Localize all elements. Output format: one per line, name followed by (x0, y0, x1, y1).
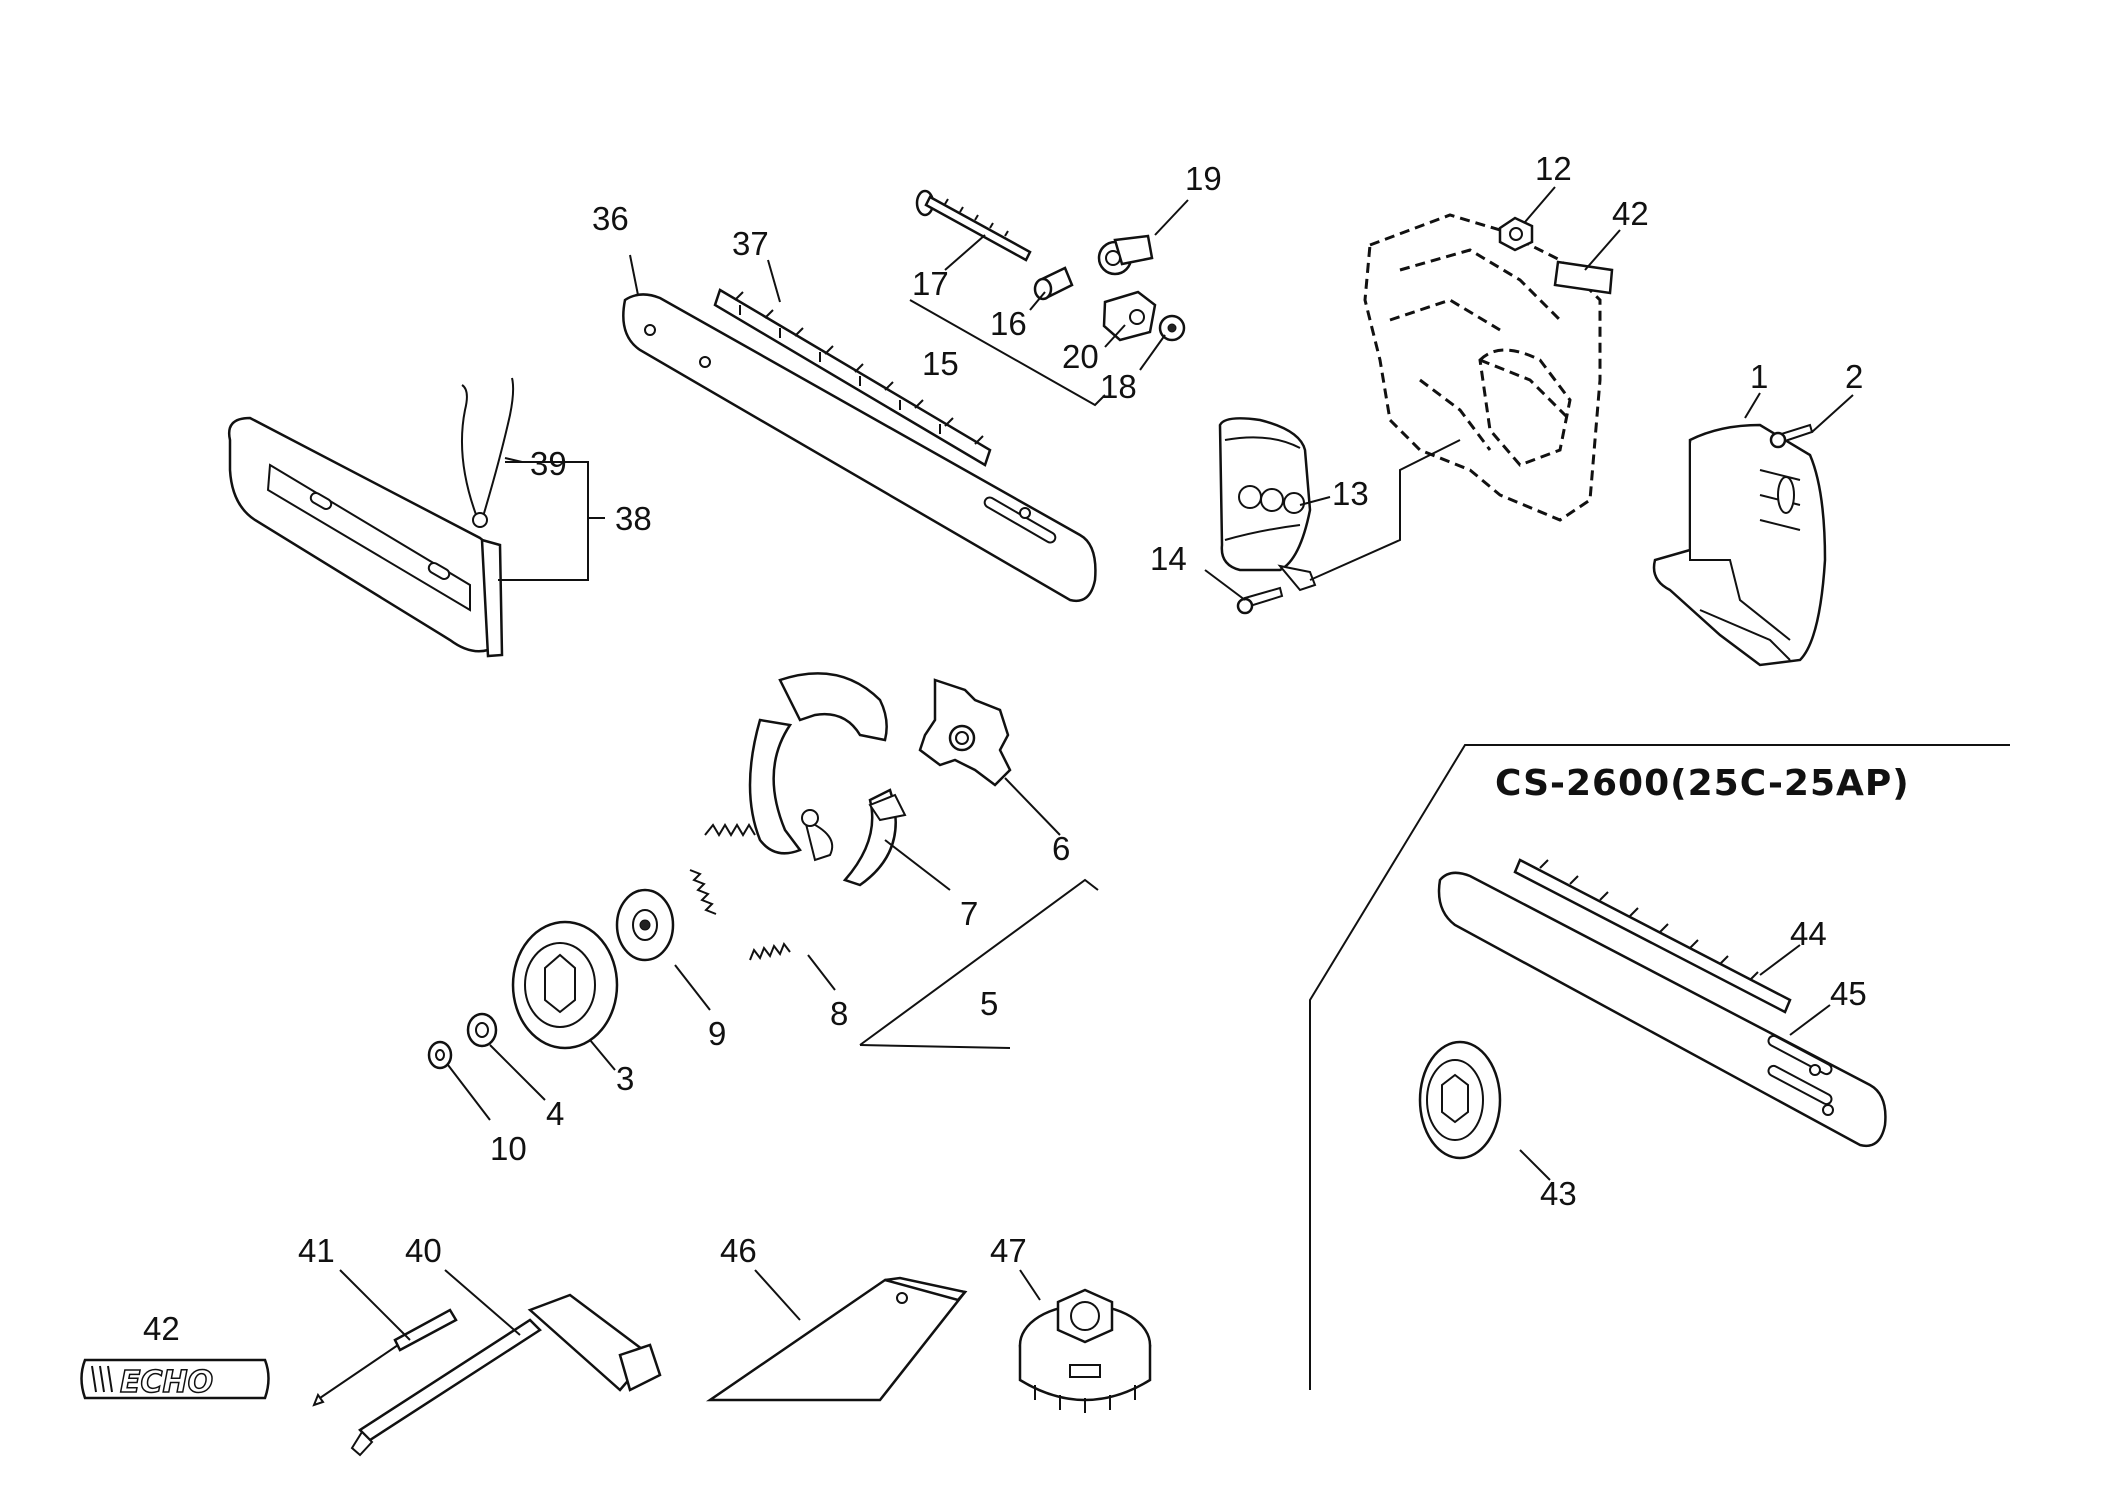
callout-14: 14 (1150, 540, 1187, 577)
callout-4: 4 (546, 1095, 564, 1132)
callout-9: 9 (708, 1015, 726, 1052)
clutch-spring-part (689, 823, 791, 961)
callout-40: 40 (405, 1232, 442, 1269)
callout-41: 41 (298, 1232, 335, 1269)
callout-3: 3 (616, 1060, 634, 1097)
callout-15: 15 (922, 345, 959, 382)
callout-36: 36 (592, 200, 629, 237)
guide-bar-part (622, 293, 1097, 603)
callout-numbers: 1 2 3 4 5 6 7 8 9 10 12 13 14 15 16 17 1… (143, 150, 1867, 1347)
callout-12: 12 (1535, 150, 1572, 187)
inset-sprocket-part (1418, 1040, 1502, 1160)
wrench-part (350, 1293, 662, 1457)
sprocket-guard-part (1218, 417, 1317, 592)
adjuster-block-part (1102, 290, 1157, 342)
sprocket-tool-part (1018, 1288, 1152, 1413)
callout-6: 6 (1052, 830, 1070, 867)
label-part (1553, 260, 1614, 295)
clutch-washer-part (615, 888, 675, 962)
callout-42-logo: 42 (143, 1310, 180, 1347)
callout-39: 39 (530, 445, 567, 482)
callout-37: 37 (732, 225, 769, 262)
clutch-shoe-part (748, 672, 907, 887)
inset-frame (1309, 744, 2010, 1390)
callout-8: 8 (830, 995, 848, 1032)
leader-lines (339, 186, 1854, 1341)
callout-19: 19 (1185, 160, 1222, 197)
callout-7: 7 (960, 895, 978, 932)
echo-logo: ECHO (80, 1358, 270, 1401)
callout-10: 10 (490, 1130, 527, 1167)
callout-18: 18 (1100, 368, 1137, 405)
callout-43: 43 (1540, 1175, 1577, 1212)
saw-chain-part (713, 288, 992, 467)
callout-1: 1 (1750, 358, 1768, 395)
nut-part (1498, 216, 1534, 252)
callout-17: 17 (912, 265, 949, 302)
bar-cover-part (227, 377, 515, 658)
callout-47: 47 (990, 1232, 1027, 1269)
callout-20: 20 (1062, 338, 1099, 375)
clutch-drum-part (511, 920, 619, 1050)
adjuster-pin-part (1033, 266, 1074, 301)
callout-13: 13 (1332, 475, 1369, 512)
callout-44: 44 (1790, 915, 1827, 952)
logo-text: ECHO (120, 1365, 213, 1400)
inset-saw-chain-part (1513, 858, 1792, 1014)
model-label: CS-2600(25C-25AP) (1495, 763, 1910, 804)
callout-45: 45 (1830, 975, 1867, 1012)
inset-guide-bar-part (1437, 871, 1887, 1148)
callout-46: 46 (720, 1232, 757, 1269)
callout-38: 38 (615, 500, 652, 537)
manual-part (705, 1276, 968, 1402)
washer-part (427, 1040, 453, 1070)
clutch-hub-part (918, 678, 1012, 787)
adjuster-gear-part (1097, 234, 1154, 276)
callout-2: 2 (1845, 358, 1863, 395)
callout-42-label: 42 (1612, 195, 1649, 232)
screwdriver-part (312, 1308, 458, 1407)
side-cover-part (1652, 423, 1827, 667)
adjuster-bolt-part (915, 189, 1032, 262)
needle-bearing-part (466, 1012, 498, 1048)
callout-5: 5 (980, 985, 998, 1022)
callout-16: 16 (990, 305, 1027, 342)
adjuster-small-gear-part (1158, 314, 1186, 342)
